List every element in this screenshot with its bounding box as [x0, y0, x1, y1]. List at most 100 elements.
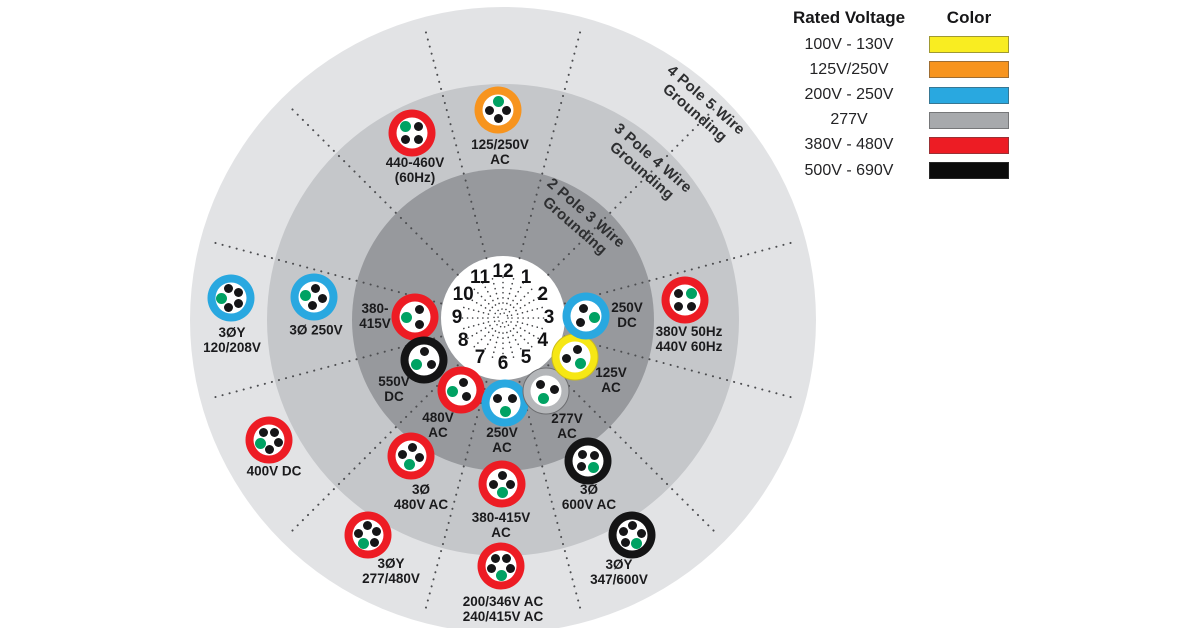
legend-row: 500V - 690V — [778, 162, 1010, 180]
connector-pin — [459, 377, 469, 387]
legend-color-swatch — [929, 111, 1009, 129]
connector-3phy-347-600v — [608, 511, 656, 559]
connector-label-line: 550V — [378, 374, 410, 390]
connector-pin — [489, 479, 498, 489]
connector-label-line: AC — [491, 525, 511, 540]
connector-pin — [234, 287, 244, 297]
connector-pin — [628, 521, 638, 531]
connector-ground-pin — [357, 537, 369, 549]
connector-pin — [493, 394, 503, 404]
dotted-line — [491, 276, 500, 305]
connector-ground-pin — [574, 358, 586, 369]
connector-pin — [372, 526, 382, 536]
connector-label-line: 120/208V — [203, 340, 261, 355]
connector-3phy-277-480v — [344, 511, 392, 559]
connector-pin — [507, 394, 517, 404]
connector-200-346v-240-415v — [477, 542, 525, 590]
dotted-line — [509, 280, 525, 306]
dotted-line — [509, 330, 525, 356]
connector-pin — [618, 526, 628, 536]
connector-3ph-600v-ac — [564, 437, 612, 485]
connector-ground-pin — [537, 393, 549, 405]
connector-pin — [674, 289, 684, 299]
connector-ground-pin — [587, 462, 599, 473]
clock-number-11: 11 — [469, 267, 491, 289]
connector-label-line: 250V — [486, 425, 518, 441]
legend-color-swatch — [929, 162, 1009, 180]
connector-125v-ac — [551, 333, 599, 381]
connector-label-line: 440-460V — [385, 155, 445, 171]
connector-label-line: 125V — [595, 365, 627, 381]
clock-number-7: 7 — [474, 346, 486, 368]
clock-center-dotted-ring — [493, 308, 513, 328]
connector-label-400v-dc: 400V DC — [247, 464, 302, 480]
dotted-line — [461, 321, 490, 330]
connector-label-line: 240/415V AC — [462, 609, 544, 624]
connector-pin — [310, 284, 320, 294]
legend-color-swatch — [929, 61, 1009, 79]
connector-pin — [674, 301, 684, 311]
connector-ground-pin — [404, 458, 416, 470]
dotted-line — [506, 331, 515, 360]
connector-440-460v-60hz — [388, 109, 436, 157]
connector-pin — [401, 134, 411, 144]
connector-3ph-250v — [290, 273, 338, 321]
connector-pin — [506, 479, 515, 489]
dotted-line — [506, 276, 515, 305]
connector-label-line: 277V — [551, 411, 583, 427]
connector-400v-dc — [245, 416, 293, 464]
connector-label-line: (60Hz) — [394, 170, 436, 185]
connector-pin — [578, 449, 588, 459]
connector-label-3ph-250v: 3Ø 250V — [289, 323, 342, 339]
legend-row: 277V — [778, 111, 1010, 129]
connector-pin — [636, 528, 646, 538]
connector-label-line: 380-415V — [471, 510, 531, 526]
dotted-sector-lines — [208, 25, 798, 615]
legend-row: 380V - 480V — [778, 136, 1010, 154]
connector-pin — [414, 319, 424, 329]
dotted-line — [515, 324, 541, 340]
connector-3phy-120-208v — [207, 274, 255, 322]
connector-pin — [223, 284, 233, 294]
connector-pin — [487, 564, 497, 574]
connector-480v-ac — [437, 366, 485, 414]
legend-row: 100V - 130V — [778, 36, 1010, 54]
connector-pin — [562, 353, 572, 363]
connector-label-line: DC — [384, 389, 404, 404]
legend-voltage-header: Rated Voltage — [792, 8, 906, 27]
connector-pin — [354, 528, 364, 538]
connector-pin — [426, 359, 436, 369]
connector-label-line: 440V 60Hz — [655, 339, 723, 354]
connector-125-250v-ac — [474, 86, 522, 134]
connector-pin — [413, 134, 423, 144]
connector-277v-ac — [522, 367, 570, 415]
legend-voltage-label: 277V — [830, 111, 868, 129]
connector-ground-pin — [631, 537, 643, 549]
legend-row: 200V - 250V — [778, 86, 1010, 104]
connector-label-line: 250V — [611, 300, 643, 316]
connector-ground-pin — [588, 311, 600, 323]
legend-voltage-label: 200V - 250V — [804, 86, 894, 104]
connector-label-line: 3ØY — [218, 325, 246, 341]
connector-pin — [485, 105, 494, 115]
connector-ground-pin — [411, 358, 423, 370]
connector-pin — [308, 300, 318, 310]
connector-3ph-480v-ac — [387, 432, 435, 480]
connector-label-line: AC — [601, 380, 621, 395]
legend-color-swatch — [929, 86, 1009, 104]
connector-pin — [407, 443, 417, 453]
connector-label-line: 347/600V — [590, 572, 648, 587]
connector-pin — [490, 553, 500, 563]
connector-pin — [621, 537, 631, 547]
connector-pin — [269, 427, 279, 437]
